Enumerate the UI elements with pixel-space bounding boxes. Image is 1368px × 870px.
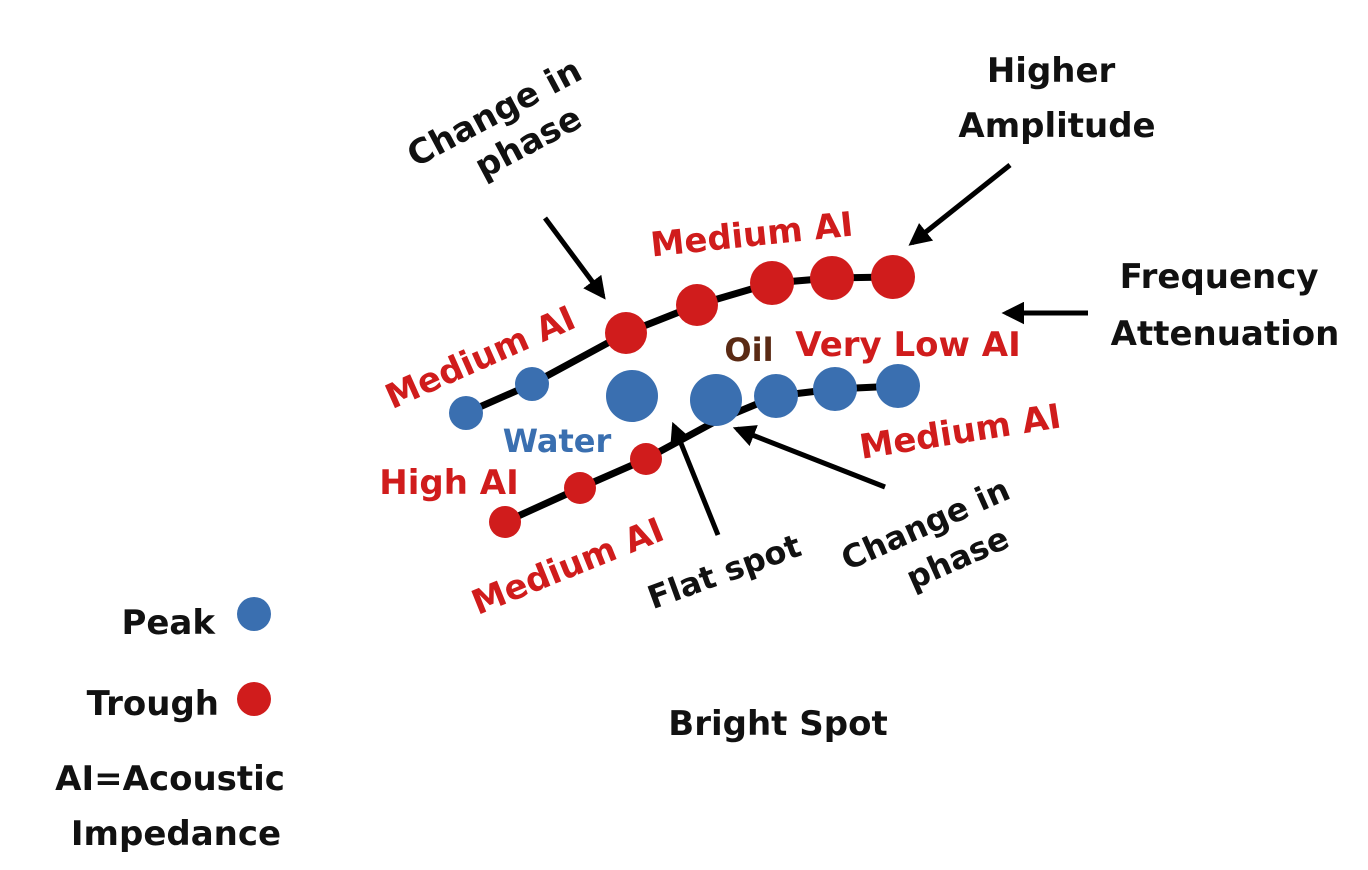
flat-spot-peak-marker [690,374,742,426]
flat-spot-label: Flat spot [643,526,806,616]
trough-marker [564,472,596,504]
legend-definition: AI=Acoustic Impedance [55,759,297,854]
medium-ai-top-right-label: Medium AI [649,205,855,266]
medium-ai-top-left-label: Medium AI [380,298,582,417]
medium-ai-bottom-right-label: Medium AI [857,396,1064,467]
trough-marker [750,261,794,305]
flat-spot-arrow [670,421,721,536]
diagram-title: Bright Spot [668,704,887,744]
peak-marker [449,396,483,430]
frequency-attenuation-label: Frequency Attenuation [1111,257,1340,354]
trough-marker [630,443,662,475]
trough-marker [810,256,854,300]
higher-amplitude-arrow [908,163,1012,246]
oil-label: Oil [724,331,773,369]
trough-marker [676,284,718,326]
legend: Peak Trough AI=Acoustic Impedance [55,597,297,854]
peak-marker [813,367,857,411]
peak-marker [876,364,920,408]
trough-marker [605,312,647,354]
trough-marker [871,255,915,299]
change-in-phase-bottom-label: Change in phase [835,466,1043,619]
legend-trough-swatch [237,682,271,716]
high-ai-label: High AI [379,463,518,503]
flat-spot-peak-marker [606,370,658,422]
peak-marker [515,367,549,401]
higher-amplitude-label: Higher Amplitude [958,51,1155,146]
trough-marker [489,506,521,538]
change-in-phase-top-arrow [542,216,606,300]
legend-peak-label: Peak [121,603,216,643]
change-in-phase-bottom-arrow [732,425,886,490]
change-in-phase-top-label: Change in phase [401,45,619,213]
very-low-ai-label: Very Low AI [795,325,1021,365]
legend-trough-label: Trough [87,684,219,724]
legend-peak-swatch [237,597,271,631]
water-label: Water [503,422,612,460]
peak-marker [754,374,798,418]
